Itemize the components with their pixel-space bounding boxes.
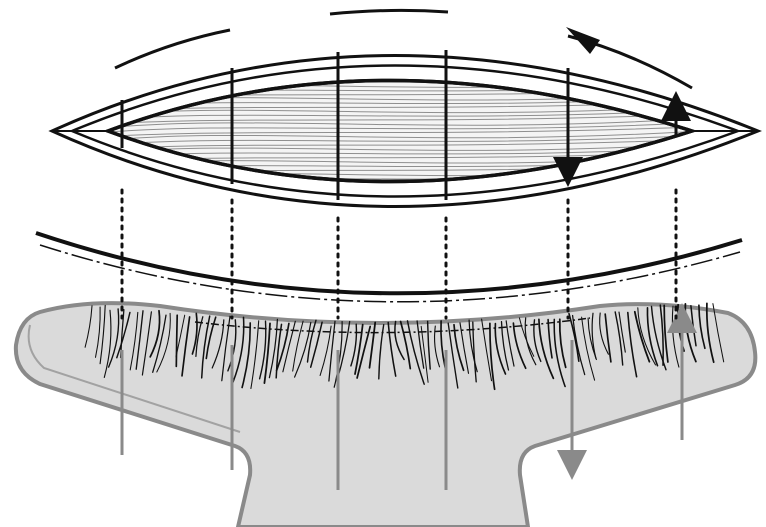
eyelid-guard — [16, 303, 755, 527]
guard-group — [16, 303, 755, 527]
direction-arrow-icon — [566, 27, 600, 54]
incision-group — [52, 56, 758, 207]
arc-left — [115, 30, 230, 68]
upper-lid-fold-line — [36, 233, 742, 293]
dotted-suture-paths — [122, 190, 676, 318]
arc-center — [330, 10, 448, 14]
eyelash — [176, 315, 177, 366]
